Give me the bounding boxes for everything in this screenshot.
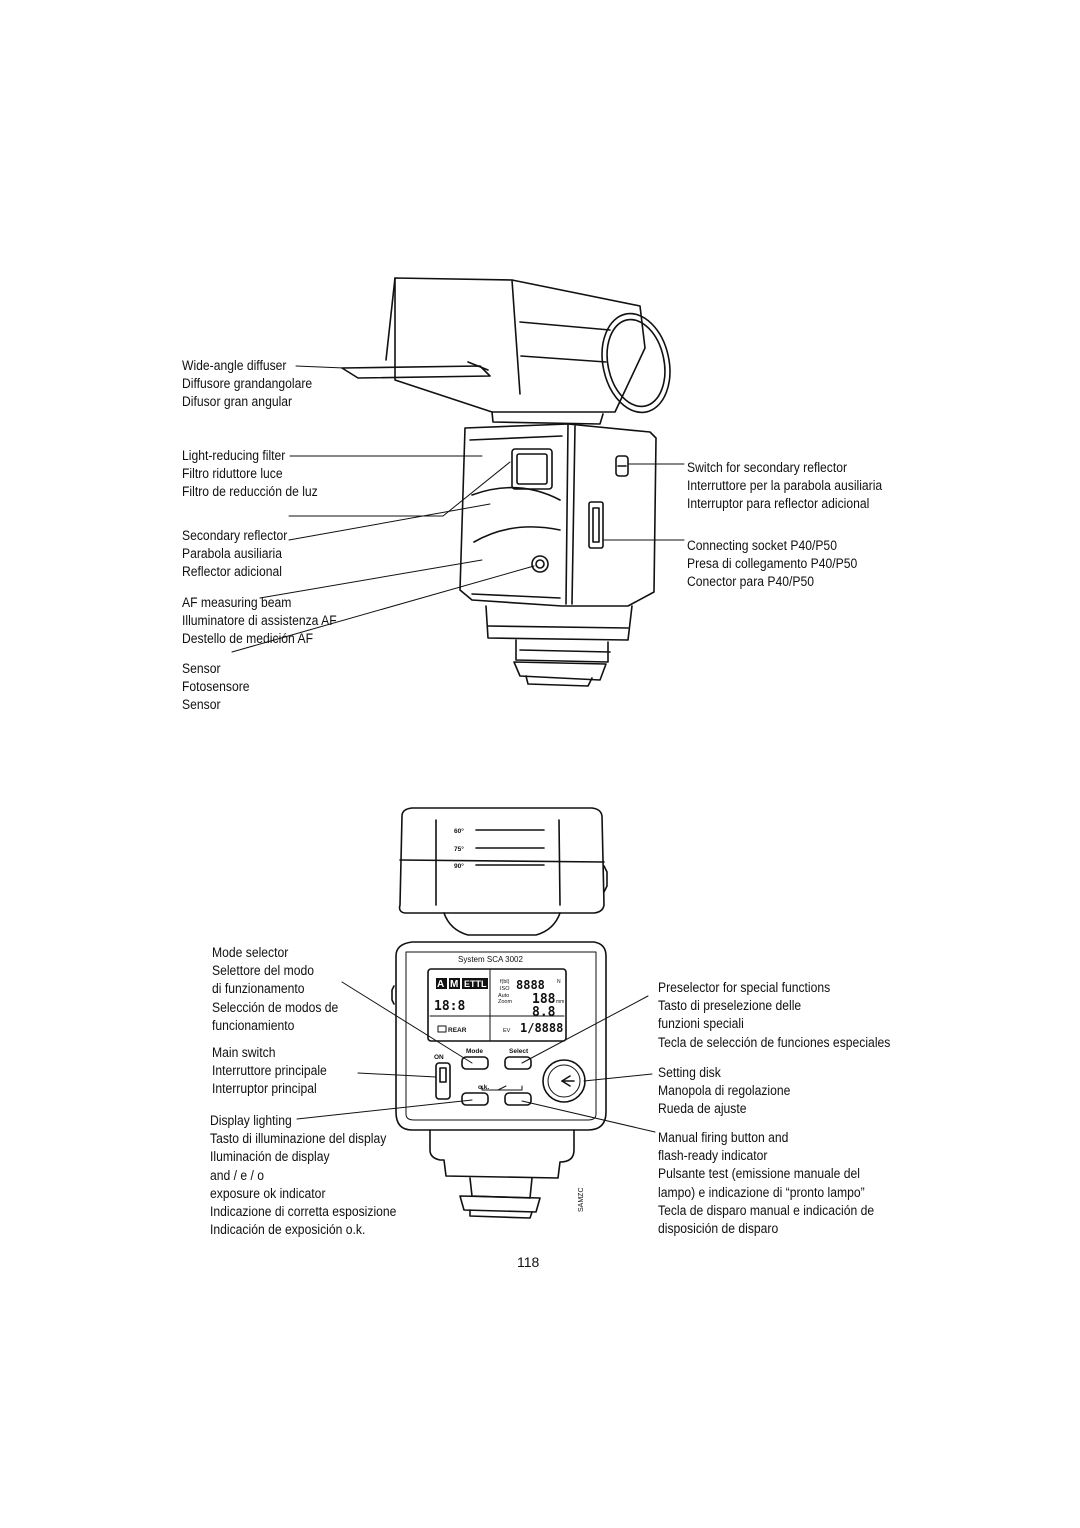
- lcd-small-label: mm: [556, 999, 564, 1005]
- label-mode-selector: Mode selector Selettore del modo di funz…: [212, 945, 339, 1033]
- label-preselector: Preselector for special functions Tasto …: [658, 980, 891, 1050]
- lcd-digits: 8888: [516, 978, 545, 992]
- rear-head-drawing: [398, 807, 608, 936]
- label-connecting-socket: Connecting socket P40/P50 Presa di colle…: [687, 538, 858, 590]
- angle-mark: 75°: [454, 845, 464, 853]
- lcd-mode: M: [450, 979, 458, 990]
- angle-mark: 90°: [454, 862, 464, 870]
- top-leader-lines: [231, 365, 685, 653]
- lcd-small-label: EV: [503, 1028, 511, 1034]
- lcd-digits: 188: [532, 992, 556, 1007]
- device-texts: 60° 75° 90° System SCA 3002 A M ETTL 888…: [434, 827, 585, 1212]
- label-switch-secondary-reflector: Switch for secondary reflector Interrutt…: [687, 460, 883, 512]
- serial-code: SAMZC: [578, 1188, 585, 1213]
- lcd-digits: 1/8888: [520, 1021, 563, 1035]
- lcd-small-label: Zoom: [498, 999, 512, 1005]
- lcd-segments: [436, 978, 488, 1033]
- lcd-small-label: f(bl): [500, 979, 510, 985]
- lcd-mode: ETTL: [464, 979, 487, 989]
- page-number: 118: [517, 1254, 540, 1270]
- label-secondary-reflector: Secondary reflector Parabola ausiliaria …: [182, 528, 288, 580]
- brand-label: System SCA 3002: [458, 955, 523, 964]
- mode-button-label: Mode: [466, 1048, 483, 1055]
- lcd-digits: 8.8: [532, 1005, 556, 1020]
- label-light-reducing-filter: Light-reducing filter Filtro riduttore l…: [182, 448, 318, 500]
- label-display-lighting: Display lighting Tasto di illuminazione …: [210, 1113, 397, 1238]
- label-manual-firing: Manual firing button and flash-ready ind…: [658, 1130, 875, 1236]
- label-af-measuring-beam: AF measuring beam Illuminatore di assist…: [182, 595, 337, 647]
- lcd-small-label: N: [557, 979, 561, 985]
- flash-head-drawing: [385, 277, 671, 425]
- wide-angle-diffuser-drawing: [341, 361, 491, 379]
- label-setting-disk: Setting disk Manopola di regolazione Rue…: [658, 1065, 791, 1117]
- lcd-digits: 18:8: [434, 999, 465, 1014]
- lcd-mode: A: [437, 979, 444, 990]
- label-sensor: Sensor Fotosensore Sensor: [182, 661, 250, 713]
- angle-mark: 60°: [454, 827, 464, 835]
- select-button-label: Select: [509, 1048, 529, 1055]
- rear-body-drawing: [391, 941, 607, 1219]
- flash-body-drawing: [459, 423, 657, 687]
- label-wide-angle-diffuser: Wide-angle diffuser Diffusore grandangol…: [182, 358, 313, 410]
- on-label: ON: [434, 1054, 444, 1061]
- label-main-switch: Main switch Interruttore principale Inte…: [212, 1045, 327, 1097]
- lcd-small-label: Auto: [498, 993, 509, 999]
- bottom-leader-lines: [296, 981, 656, 1133]
- ok-label: o.k.: [478, 1084, 489, 1091]
- lcd-small-label: REAR: [448, 1027, 467, 1034]
- rear-controls: [435, 1056, 586, 1106]
- lcd-small-label: ISO: [500, 986, 510, 992]
